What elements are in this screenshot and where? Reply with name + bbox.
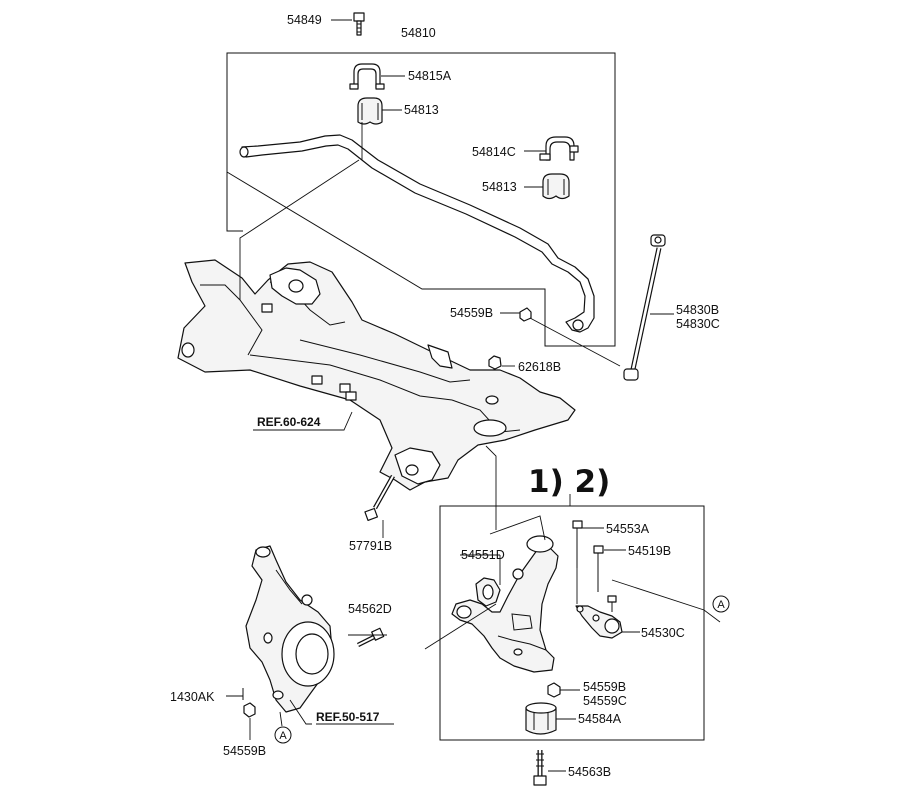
sub-frame (177, 259, 576, 491)
label-54559b-knuckle: 54559B (223, 744, 266, 758)
label-54849: 54849 (287, 13, 322, 27)
label-54563b: 54563B (568, 765, 611, 779)
label-54553a: 54553A (606, 522, 650, 536)
label-54559b-bottom: 54559B (583, 680, 626, 694)
label-54519b: 54519B (628, 544, 671, 558)
nut-54559b-top (519, 307, 532, 322)
label-54814c: 54814C (472, 145, 516, 159)
bolt-54849 (353, 12, 365, 36)
label-54551d: 54551D (461, 548, 505, 562)
bushing-54813-top (357, 97, 383, 125)
stabilizer-bar (239, 134, 595, 333)
label-54562d: 54562D (348, 602, 392, 616)
bolt-54553a (572, 520, 583, 604)
stabilizer-link-54830 (623, 234, 666, 381)
label-54559b-top: 54559B (450, 306, 493, 320)
part-labels: 54849 54810 54815A 54813 54814C 54813 54… (170, 13, 720, 779)
ref-label-60-624: REF.60-624 (257, 415, 321, 429)
label-57791b: 57791B (349, 539, 392, 553)
label-1430ak: 1430AK (170, 690, 215, 704)
label-54584a: 54584A (578, 712, 622, 726)
lower-arm-group-box (439, 505, 705, 741)
label-54813-right: 54813 (482, 180, 517, 194)
bushing-54813-right (542, 173, 570, 200)
lower-control-arm (451, 535, 559, 673)
bolt-54562d (356, 627, 385, 648)
svg-text:A: A (279, 730, 287, 742)
bushing-54584a (525, 702, 557, 735)
ref-label-50-517: REF.50-517 (316, 710, 380, 724)
label-54559c: 54559C (583, 694, 627, 708)
label-54815a: 54815A (408, 69, 452, 83)
callout-marker-a-right: A (712, 595, 730, 613)
label-54830b: 54830B (676, 303, 719, 317)
label-62618b: 62618B (518, 360, 561, 374)
label-54813-top: 54813 (404, 103, 439, 117)
ball-joint-54530c (575, 595, 623, 639)
nut-54559b-knuckle (243, 702, 256, 718)
bracket-54814c (539, 136, 579, 161)
label-54810: 54810 (401, 26, 436, 40)
bushing-54551d (475, 577, 501, 607)
bracket-54815a (349, 63, 385, 90)
nut-54559bc-bottom (547, 682, 561, 698)
callout-marker-a-knuckle: A (274, 726, 292, 744)
stabilizer-group-box (226, 52, 616, 347)
highlight-label: 1) 2) (528, 464, 610, 500)
bolt-54563b (533, 750, 547, 786)
bolt-57791b (364, 474, 395, 522)
bolt-54519b (593, 545, 604, 592)
steering-knuckle (245, 545, 335, 713)
label-54830c: 54830C (676, 317, 720, 331)
leader-lines (226, 19, 721, 772)
svg-text:A: A (717, 599, 725, 611)
label-54530c: 54530C (641, 626, 685, 640)
